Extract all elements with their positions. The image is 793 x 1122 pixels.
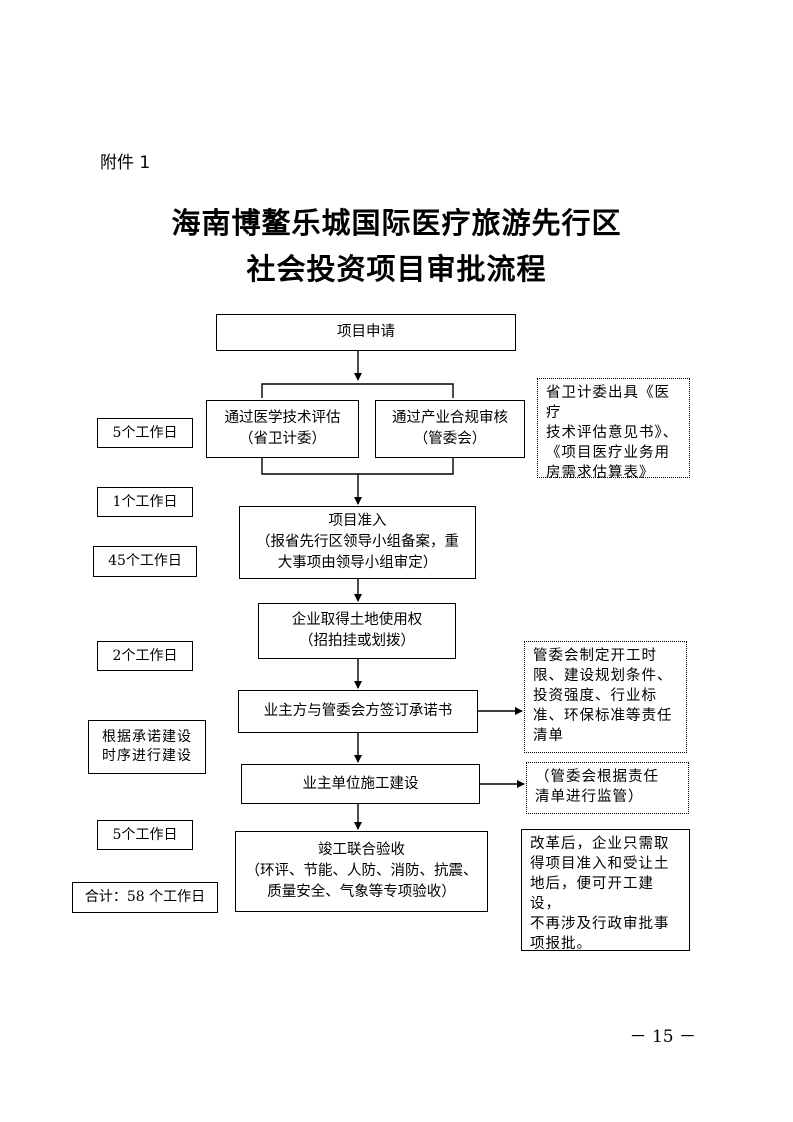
time-label-construction-line1: 根据承诺建设 xyxy=(102,729,192,745)
step-medical-assessment: 通过医学技术评估 （省卫计委） xyxy=(206,400,359,458)
time-label-access-approval-text: 45个工作日 xyxy=(108,553,182,569)
note-reform-line1: 改革后，企业只需取 xyxy=(530,836,670,852)
step-construction-text: 业主单位施工建设 xyxy=(302,775,419,792)
step-land-use-rights-line1: 企业取得土地使用权 xyxy=(291,612,423,628)
step-project-application-text: 项目申请 xyxy=(337,324,395,340)
step-industry-compliance-line1: 通过产业合规审核 xyxy=(392,410,508,426)
note-responsibility-list-line2: 限、建设规划条件、 xyxy=(533,668,673,684)
step-completion-acceptance-line2: （环评、节能、人防、消防、抗震、 xyxy=(245,863,478,879)
step-medical-assessment-line1: 通过医学技术评估 xyxy=(224,410,341,426)
split-bracket xyxy=(261,383,454,398)
note-medical-documents-line4: 房需求估算表》 xyxy=(546,465,655,481)
time-label-review-text: 5个工作日 xyxy=(112,424,178,441)
step-project-access-line1: 项目准入 xyxy=(328,513,387,529)
time-label-access-filing: 1个工作日 xyxy=(97,487,193,517)
note-responsibility-list-line3: 投资强度、行业标 xyxy=(533,688,657,704)
note-medical-documents-line1: 省卫计委出具《医疗 xyxy=(546,385,670,421)
note-medical-documents: 省卫计委出具《医疗 技术评估意见书》、 《项目医疗业务用 房需求估算表》 xyxy=(537,378,690,481)
attachment-label: 附件 1 xyxy=(100,153,151,173)
document-title-line1: 海南博鳌乐城国际医疗旅游先行区 xyxy=(171,206,622,240)
step-land-use-rights: 企业取得土地使用权 （招拍挂或划拨） xyxy=(258,603,456,659)
step-land-use-rights-line2: （招拍挂或划拨） xyxy=(299,633,415,649)
step-project-application: 项目申请 xyxy=(216,314,516,351)
document-title-line2: 社会投资项目审批流程 xyxy=(246,252,547,286)
step-completion-acceptance-line3: 质量安全、气象等专项验收） xyxy=(267,884,456,900)
note-responsibility-list: 管委会制定开工时 限、建设规划条件、 投资强度、行业标 准、环保标准等责任 清单 xyxy=(524,641,687,753)
note-supervision: （管委会根据责任 清单进行监管） xyxy=(526,762,689,814)
note-responsibility-list-line1: 管委会制定开工时 xyxy=(533,648,657,664)
note-reform-line3: 地后，便可开工建设， xyxy=(530,876,654,912)
note-reform: 改革后，企业只需取 得项目准入和受让土 地后，便可开工建设， 不再涉及行政审批事… xyxy=(521,829,690,952)
step-project-access: 项目准入 （报省先行区领导小组备案，重 大事项由领导小组审定） xyxy=(239,506,476,579)
note-supervision-line1: （管委会根据责任 xyxy=(535,769,659,785)
merge-bracket xyxy=(261,458,454,475)
note-responsibility-list-line4: 准、环保标准等责任 xyxy=(533,708,673,724)
note-medical-documents-line2: 技术评估意见书》、 xyxy=(546,425,679,441)
step-sign-commitment: 业主方与管委会方签订承诺书 xyxy=(238,690,478,733)
step-industry-compliance-line2: （管委会） xyxy=(413,431,487,447)
step-sign-commitment-text: 业主方与管委会方签订承诺书 xyxy=(263,703,453,719)
step-industry-compliance: 通过产业合规审核 （管委会） xyxy=(375,400,525,458)
time-label-acceptance: 5个工作日 xyxy=(97,820,193,850)
page-number: － 15 － xyxy=(629,1027,696,1047)
time-label-review: 5个工作日 xyxy=(97,418,193,448)
step-completion-acceptance: 竣工联合验收 （环评、节能、人防、消防、抗震、 质量安全、气象等专项验收） xyxy=(235,831,488,912)
note-medical-documents-line3: 《项目医疗业务用 xyxy=(546,445,670,461)
time-label-total-text: 合计：58 个工作日 xyxy=(84,889,206,905)
note-reform-line4: 不再涉及行政审批事 xyxy=(530,916,670,932)
time-label-land: 2个工作日 xyxy=(97,641,193,671)
time-label-access-filing-text: 1个工作日 xyxy=(112,493,178,510)
step-completion-acceptance-line1: 竣工联合验收 xyxy=(318,842,405,858)
time-label-acceptance-text: 5个工作日 xyxy=(112,826,178,843)
step-project-access-line2: （报省先行区领导小组备案，重 xyxy=(256,534,459,550)
step-construction: 业主单位施工建设 xyxy=(241,764,480,804)
note-supervision-line2: 清单进行监管） xyxy=(535,789,644,805)
time-label-construction-line2: 时序进行建设 xyxy=(102,748,192,764)
note-reform-line2: 得项目准入和受让土 xyxy=(530,856,670,872)
step-medical-assessment-line2: （省卫计委） xyxy=(239,431,326,447)
note-responsibility-list-line5: 清单 xyxy=(533,728,564,744)
time-label-construction: 根据承诺建设 时序进行建设 xyxy=(88,720,206,774)
step-project-access-line3: 大事项由领导小组审定） xyxy=(277,555,438,571)
note-reform-line5: 项报批。 xyxy=(530,936,592,952)
time-label-land-text: 2个工作日 xyxy=(112,647,178,664)
time-label-total: 合计：58 个工作日 xyxy=(72,882,218,913)
time-label-access-approval: 45个工作日 xyxy=(93,546,197,577)
